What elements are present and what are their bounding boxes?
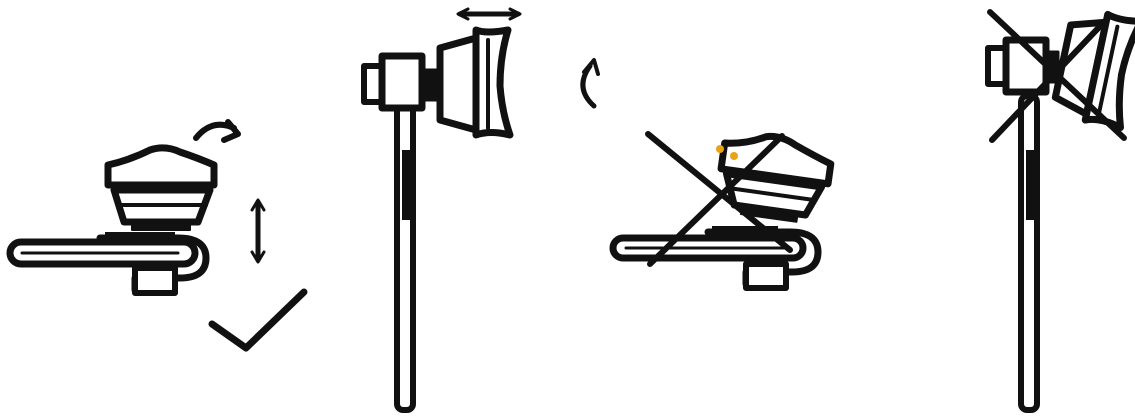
- lens-icon: [104, 144, 218, 231]
- panel-correct-attachment: [6, 119, 308, 352]
- lens-side-icon: [1051, 10, 1135, 132]
- cross-mark-icon: [987, 9, 1127, 143]
- check-mark-icon: [208, 288, 308, 352]
- phone-side-icon: [394, 93, 416, 413]
- lens-side-icon: [436, 26, 514, 139]
- panel-side-view-correct: [361, 7, 522, 413]
- accent-dot: [730, 152, 738, 160]
- clip-icon: [96, 232, 210, 296]
- phone-side-icon: [1018, 93, 1040, 413]
- panel-incorrect-attachment: [580, 58, 835, 291]
- camera-bump-icon: [985, 36, 1060, 96]
- accent-dot: [716, 145, 724, 153]
- clip-icon: [704, 226, 822, 291]
- panel-side-view-incorrect: [985, 9, 1135, 413]
- cross-mark-icon: [645, 131, 793, 267]
- camera-bump-icon: [361, 52, 440, 112]
